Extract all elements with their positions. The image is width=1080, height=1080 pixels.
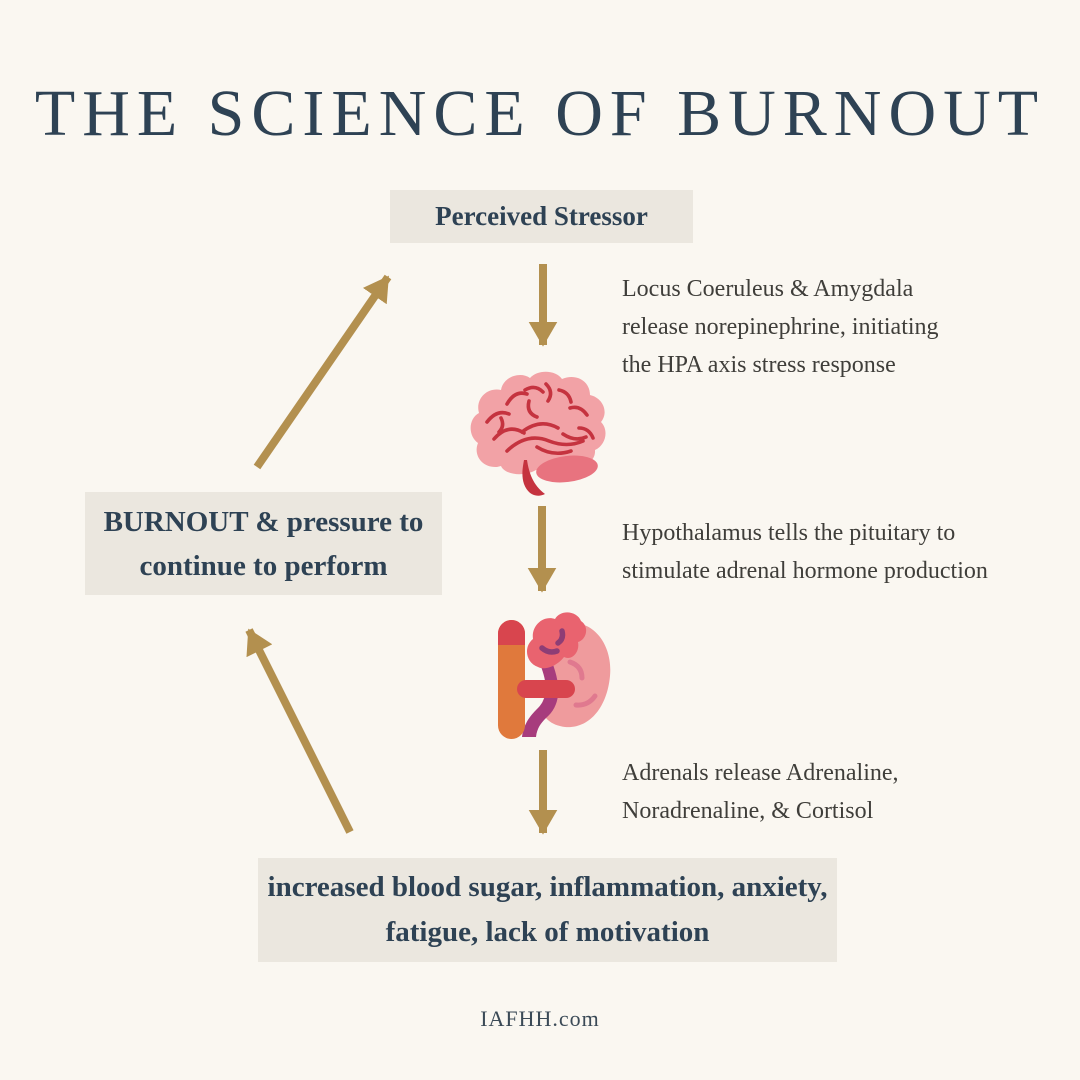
brain-icon [467, 370, 617, 497]
arrow-up-right [253, 274, 392, 470]
burnout-label-line: continue to perform [139, 549, 388, 582]
annotation-hypothalamus: Hypothalamus tells the pituitary to stim… [622, 514, 988, 590]
annotation-line: release norepinephrine, initiating [622, 314, 939, 340]
perceived-stressor-label: Perceived Stressor [435, 201, 648, 231]
outcome-label-line: fatigue, lack of motivation [385, 916, 710, 948]
perceived-stressor-box: Perceived Stressor [390, 190, 693, 243]
annotation-line: Hypothalamus tells the pituitary to [622, 520, 956, 546]
page-title: THE SCIENCE OF BURNOUT [34, 77, 1046, 150]
annotation-line: Adrenals release Adrenaline, [622, 760, 899, 786]
annotation-adrenals: Adrenals release Adrenaline, Noradrenali… [622, 754, 899, 830]
annotation-line: Locus Coeruleus & Amygdala [622, 276, 914, 302]
burnout-label-line: BURNOUT & pressure to [103, 505, 424, 538]
annotation-line: stimulate adrenal hormone production [622, 558, 988, 584]
footer-url: IAFHH.com [480, 1006, 600, 1031]
annotation-line: the HPA axis stress response [622, 352, 896, 378]
burnout-box: BURNOUT & pressure to continue to perfor… [85, 492, 442, 595]
annotation-line: Noradrenaline, & Cortisol [622, 798, 874, 824]
annotation-norepinephrine: Locus Coeruleus & Amygdala release norep… [622, 270, 939, 384]
outcome-box: increased blood sugar, inflammation, anx… [258, 858, 837, 962]
outcome-label-line: increased blood sugar, inflammation, anx… [267, 871, 828, 903]
arrow-up-left [245, 628, 354, 834]
kidney-adrenals-icon [486, 606, 627, 742]
